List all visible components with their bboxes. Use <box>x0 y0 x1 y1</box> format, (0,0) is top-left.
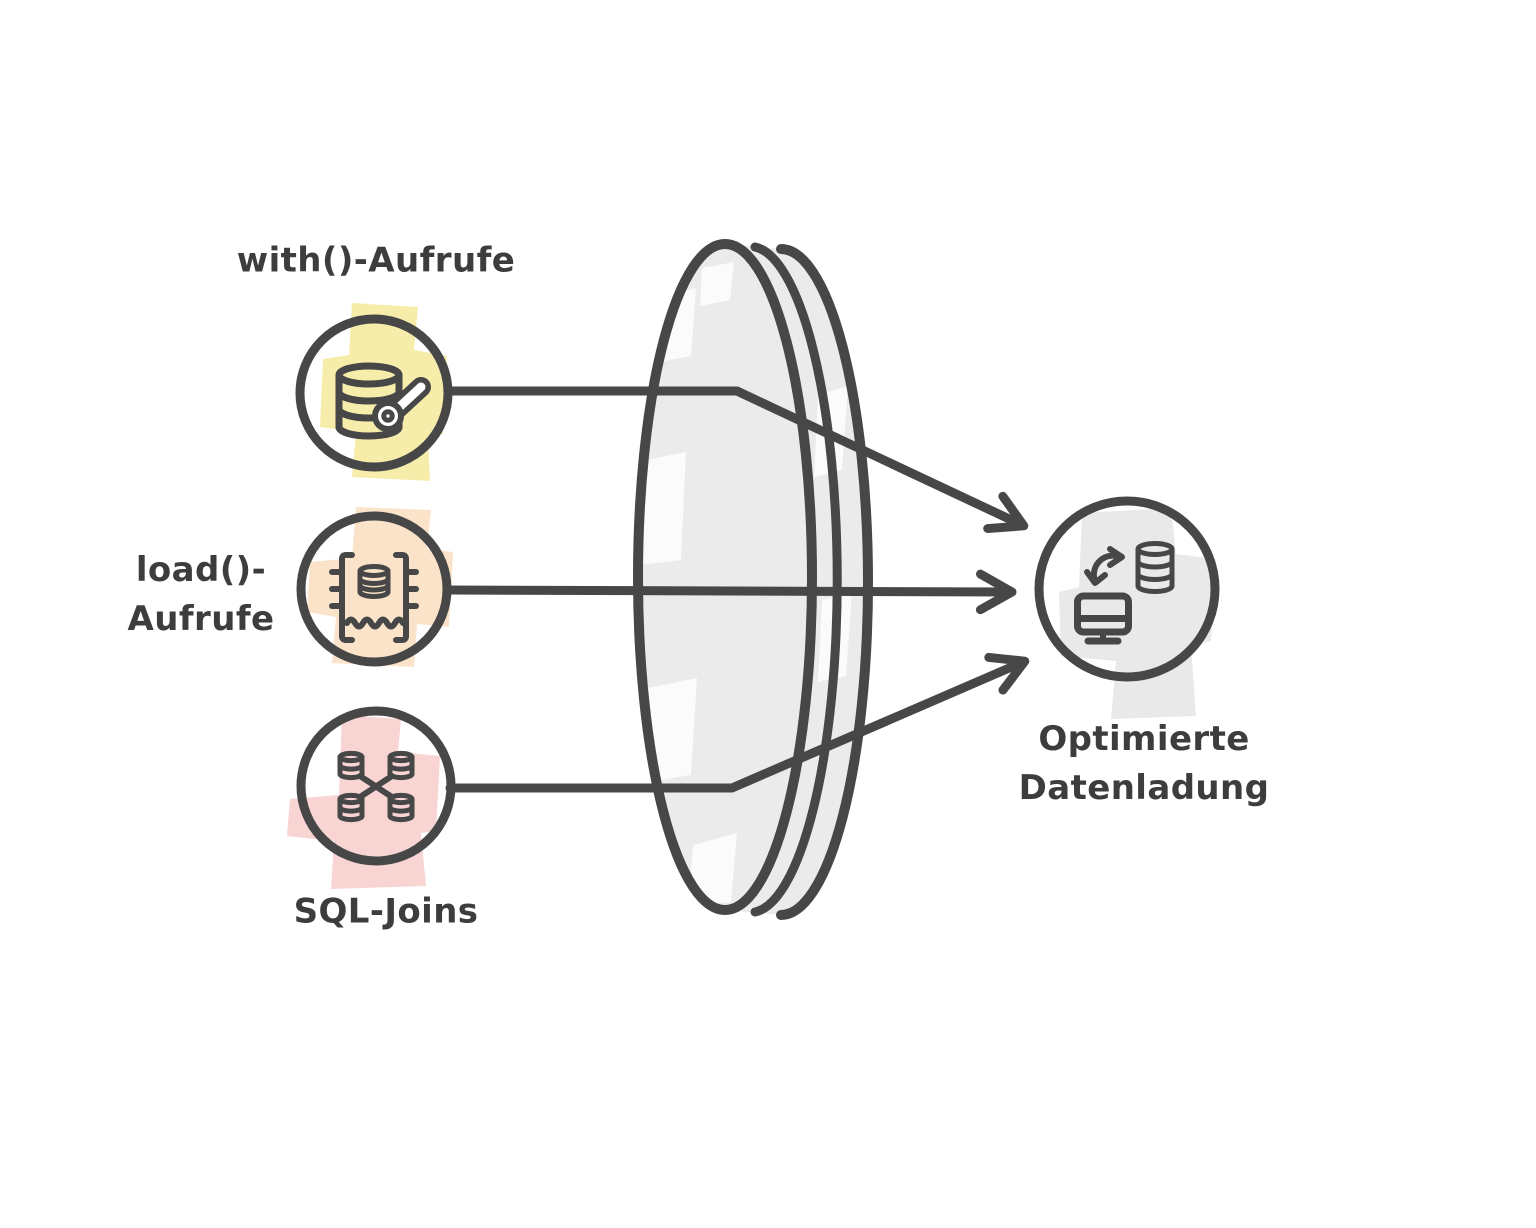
optimized-loading-node-circle <box>1034 496 1220 682</box>
wave-line <box>344 616 406 630</box>
load-calls-node-circle <box>296 511 452 667</box>
database-stream-icon <box>329 552 419 643</box>
label-optimized-loading-line1: Optimierte <box>1038 719 1250 759</box>
node-load-calls <box>296 507 453 667</box>
connector-load-to-output <box>442 569 1017 615</box>
lens-body <box>638 244 868 915</box>
sql-joins-node-circle <box>296 706 456 866</box>
lens-texture-patch <box>700 262 734 306</box>
with-calls-highlight-blob <box>320 303 447 481</box>
connector-with-to-output <box>443 386 1029 534</box>
node-sql-joins <box>287 706 456 889</box>
database-join-icon <box>337 750 415 823</box>
label-load-calls-line1: load()- <box>135 550 267 590</box>
lens-outline-back <box>776 244 873 920</box>
label-optimized-loading: Optimierte Datenladung <box>1019 715 1270 813</box>
lens-outline-middle <box>750 242 842 917</box>
lens-outline-front <box>633 239 817 915</box>
optimized-loading-highlight-blob <box>1059 508 1216 719</box>
label-load-calls: load()- Aufrufe <box>128 546 275 644</box>
lens-texture-patch <box>688 833 737 906</box>
lens <box>632 239 873 920</box>
label-load-calls-line2: Aufrufe <box>127 599 275 639</box>
monitor-database-sync-icon <box>1074 541 1175 645</box>
with-calls-node-circle <box>295 314 453 472</box>
label-optimized-loading-line2: Datenladung <box>1018 768 1270 808</box>
node-optimized-loading <box>1034 496 1220 719</box>
lens-texture-patch <box>644 678 697 783</box>
connector-sql-to-output <box>445 652 1030 793</box>
node-with-calls <box>295 303 453 481</box>
label-sql-joins: SQL-Joins <box>293 891 479 932</box>
label-with-calls: with()-Aufrufe <box>236 240 516 281</box>
database-key-icon <box>335 362 431 440</box>
connectors <box>442 386 1030 793</box>
